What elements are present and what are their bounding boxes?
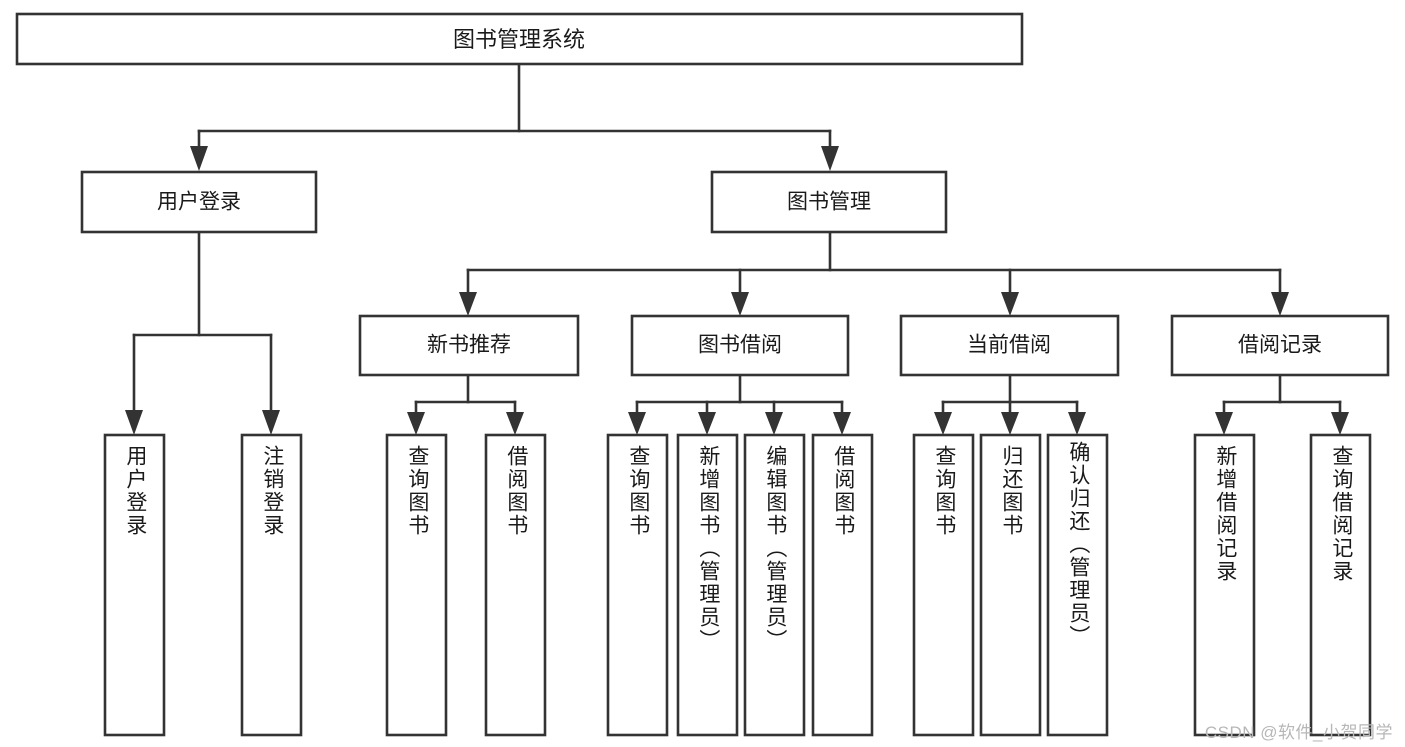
leaf-box-user-login-2[interactable] xyxy=(240,433,303,737)
arrowhead-leaf-bb-2 xyxy=(698,412,716,435)
arrowhead-borrow-record xyxy=(1271,292,1289,316)
leaf-box-current-borrow-1[interactable] xyxy=(912,433,975,737)
leaf-box-borrow-record-1[interactable] xyxy=(1193,433,1256,737)
arrowhead-book-mgmt xyxy=(821,146,839,171)
leaf-box-user-login-1[interactable] xyxy=(103,433,166,737)
node-user-login-label: 用户登录 xyxy=(157,191,241,214)
edges-group xyxy=(125,62,1349,435)
node-borrow-record-box[interactable] xyxy=(1170,314,1390,377)
leaf-box-borrow-record-2[interactable] xyxy=(1309,433,1372,737)
arrowhead-leaf-nb-2 xyxy=(506,412,524,435)
arrowhead-leaf-bb-3 xyxy=(765,412,783,435)
leaf-box-book-borrow-2[interactable] xyxy=(676,433,739,737)
arrowhead-leaf-user-2 xyxy=(262,410,280,435)
arrowhead-current-borrow xyxy=(1001,292,1019,316)
node-root-box[interactable] xyxy=(15,12,1024,66)
node-new-book-recommend-label: 新书推荐 xyxy=(427,334,511,357)
leaf-box-current-borrow-3[interactable] xyxy=(1046,433,1109,737)
arrowhead-leaf-bb-4 xyxy=(833,412,851,435)
node-book-borrow-box[interactable] xyxy=(630,314,850,377)
node-new-book-recommend-box[interactable] xyxy=(358,314,580,377)
arrowhead-leaf-cb-3 xyxy=(1068,412,1086,435)
leaf-box-new-book-1[interactable] xyxy=(385,433,448,737)
node-current-borrow-box[interactable] xyxy=(899,314,1120,377)
node-user-login-box[interactable] xyxy=(80,170,318,234)
node-borrow-record-label: 借阅记录 xyxy=(1238,334,1322,357)
node-book-borrow-label: 图书借阅 xyxy=(698,334,782,357)
node-current-borrow-label: 当前借阅 xyxy=(967,334,1051,357)
leaf-box-book-borrow-4[interactable] xyxy=(811,433,874,737)
arrowhead-leaf-bb-1 xyxy=(628,412,646,435)
watermark-text: CSDN @软件_小贺同学 xyxy=(1204,723,1393,742)
node-root-label: 图书管理系统 xyxy=(453,27,585,52)
arrowhead-new-book xyxy=(459,292,477,316)
arrowhead-leaf-user-1 xyxy=(125,410,143,435)
leaf-box-book-borrow-1[interactable] xyxy=(606,433,669,737)
arrowhead-leaf-cb-2 xyxy=(1001,412,1019,435)
arrowhead-leaf-cb-1 xyxy=(934,412,952,435)
arrowhead-user-login xyxy=(190,146,208,171)
leaf-box-new-book-2[interactable] xyxy=(484,433,547,737)
leaf-box-current-borrow-2[interactable] xyxy=(979,433,1042,737)
arrowhead-leaf-nb-1 xyxy=(407,412,425,435)
leaf-box-book-borrow-3[interactable] xyxy=(743,433,806,737)
nodes-group: 图书管理系统 用户登录 图书管理 新书推荐 图书借阅 当前借阅 借阅记录 xyxy=(15,12,1390,737)
arrowhead-leaf-br-1 xyxy=(1215,412,1233,435)
node-book-management-label: 图书管理 xyxy=(787,191,871,214)
arrowhead-book-borrow xyxy=(731,292,749,316)
node-book-management-box[interactable] xyxy=(710,170,948,234)
arrowhead-leaf-br-2 xyxy=(1331,412,1349,435)
